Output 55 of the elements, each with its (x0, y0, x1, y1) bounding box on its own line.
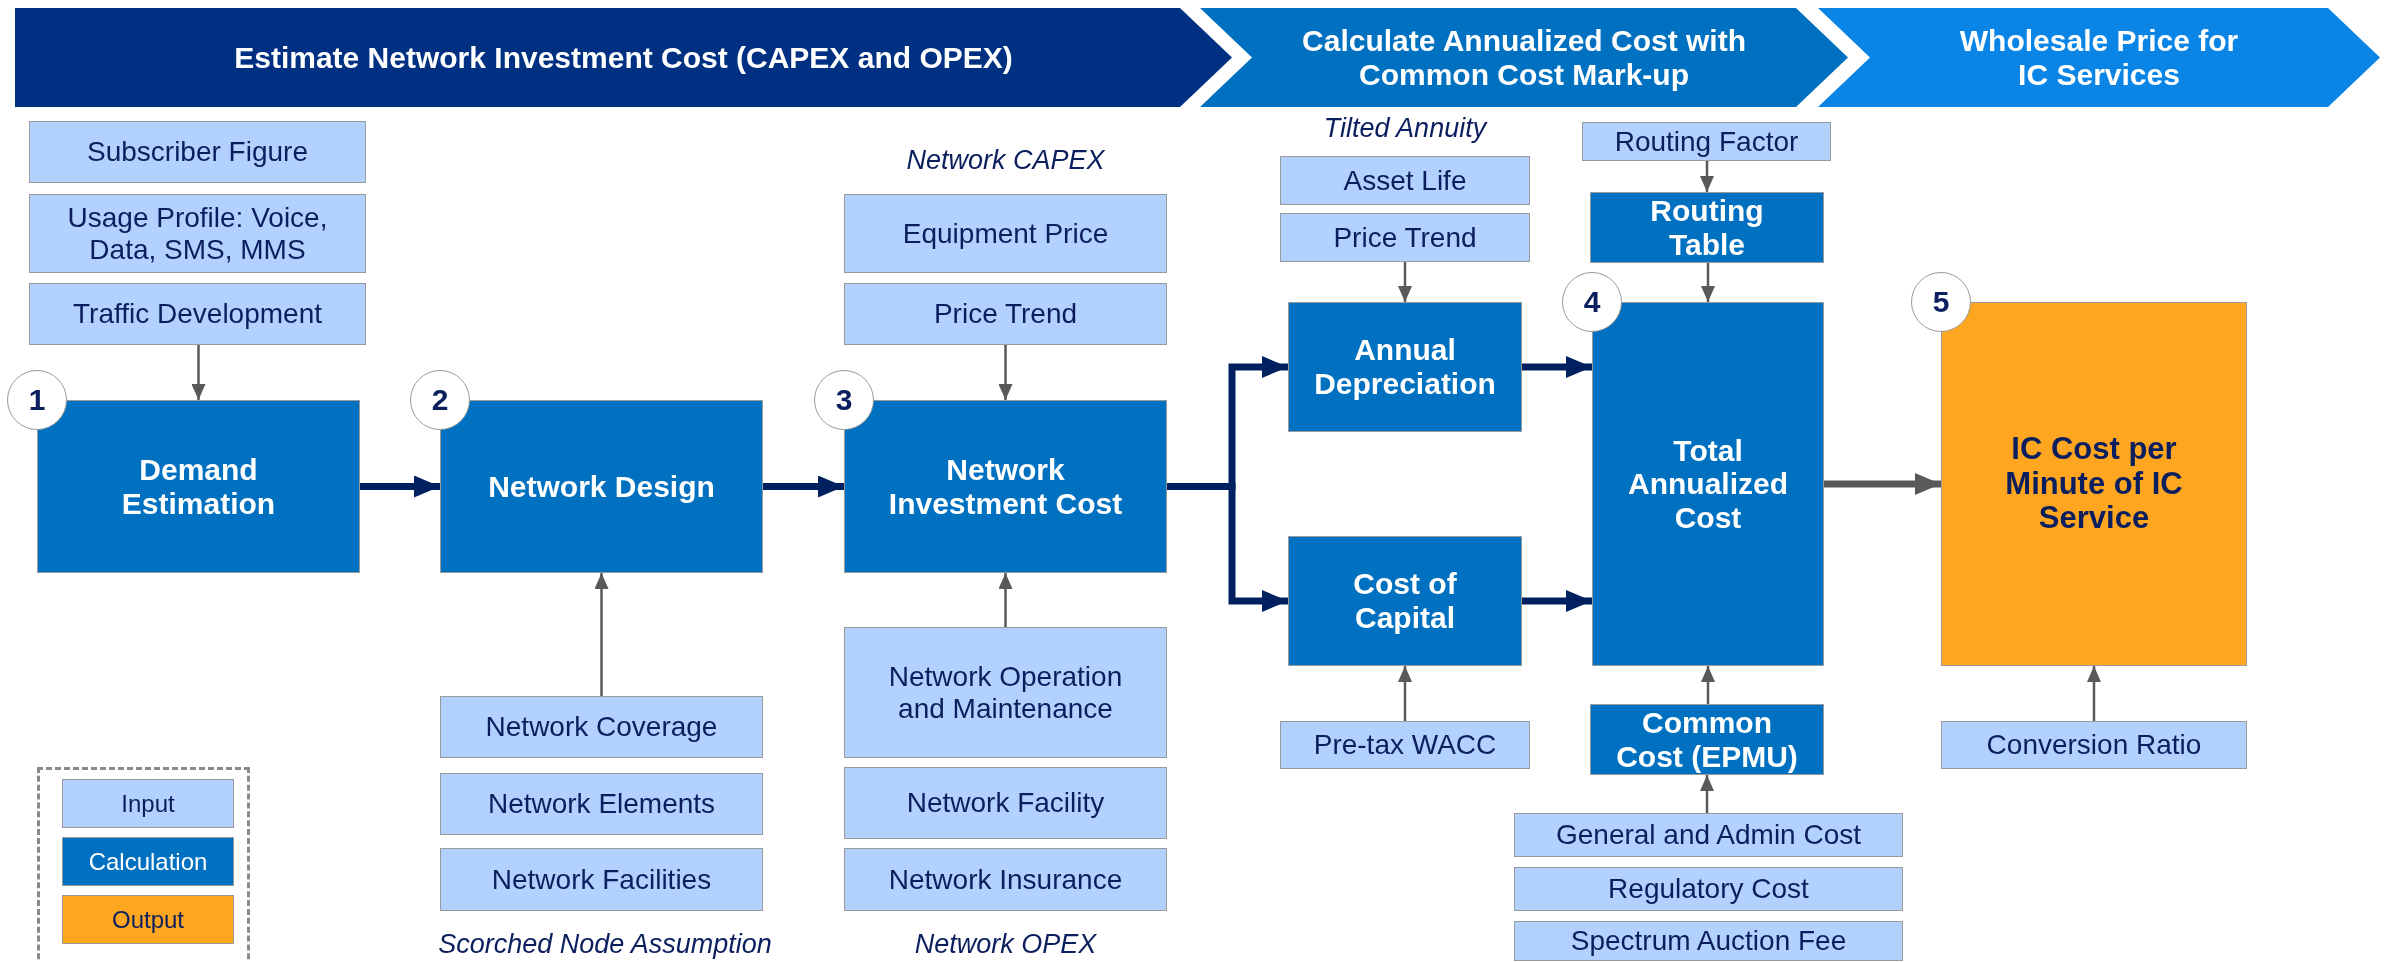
calculation-box: Annual Depreciation (1288, 302, 1522, 432)
calculation-box: Common Cost (EPMU) (1590, 704, 1824, 775)
input-box: Network Operation and Maintenance (844, 627, 1167, 758)
group-caption: Tilted Annuity (1322, 114, 1489, 144)
group-caption: Network CAPEX (905, 146, 1106, 176)
input-box: Pre-tax WACC (1280, 721, 1530, 769)
arrow (2087, 666, 2101, 721)
arrow (1700, 775, 1714, 813)
input-box: General and Admin Cost (1514, 813, 1903, 857)
arrow (1522, 356, 1592, 378)
input-box: Price Trend (844, 283, 1167, 345)
input-box: Subscriber Figure (29, 121, 366, 183)
input-box: Asset Life (1280, 156, 1530, 205)
input-box: Price Trend (1280, 213, 1530, 262)
input-box: Equipment Price (844, 194, 1167, 273)
input-box: Network Insurance (844, 848, 1167, 911)
step-number: 4 (1562, 272, 1622, 332)
arrow (360, 475, 440, 498)
arrow (594, 573, 609, 696)
stage-banner: Wholesale Price for IC Services (1818, 8, 2380, 107)
arrow (998, 345, 1013, 400)
stage-banner: Calculate Annualized Cost with Common Cost Mark-up (1200, 8, 1848, 107)
step-number: 3 (814, 370, 874, 430)
arrow (1701, 263, 1715, 302)
step-number: 5 (1911, 272, 1971, 332)
stage-banner: Estimate Network Investment Cost (CAPEX and OPEX) (15, 8, 1232, 107)
legend-swatch: Calculation (62, 837, 234, 886)
group-caption: Network OPEX (913, 930, 1098, 960)
input-box: Network Coverage (440, 696, 763, 758)
arrow (1700, 161, 1714, 192)
input-box: Network Elements (440, 773, 763, 835)
input-box: Usage Profile: Voice, Data, SMS, MMS (29, 194, 366, 273)
input-box: Routing Factor (1582, 122, 1831, 161)
calculation-box: Routing Table (1590, 192, 1824, 263)
input-box: Regulatory Cost (1514, 867, 1903, 911)
arrow (998, 573, 1013, 627)
arrow (1701, 666, 1715, 704)
step-number: 1 (7, 370, 67, 430)
input-box: Spectrum Auction Fee (1514, 921, 1903, 961)
legend-swatch: Input (62, 779, 234, 828)
group-caption: Scorched Node Assumption (437, 930, 773, 960)
legend-swatch: Output (62, 895, 234, 944)
arrow (191, 345, 206, 400)
arrow (1824, 473, 1941, 495)
calculation-box: Cost of Capital (1288, 536, 1522, 666)
input-box: Conversion Ratio (1941, 721, 2247, 769)
arrow (1522, 590, 1592, 612)
arrow (1398, 262, 1412, 302)
arrow (763, 475, 844, 498)
input-box: Network Facility (844, 767, 1167, 839)
step-number: 2 (410, 370, 470, 430)
input-box: Network Facilities (440, 848, 763, 911)
input-box: Traffic Development (29, 283, 366, 345)
arrow (1167, 483, 1288, 612)
arrow (1398, 666, 1412, 721)
